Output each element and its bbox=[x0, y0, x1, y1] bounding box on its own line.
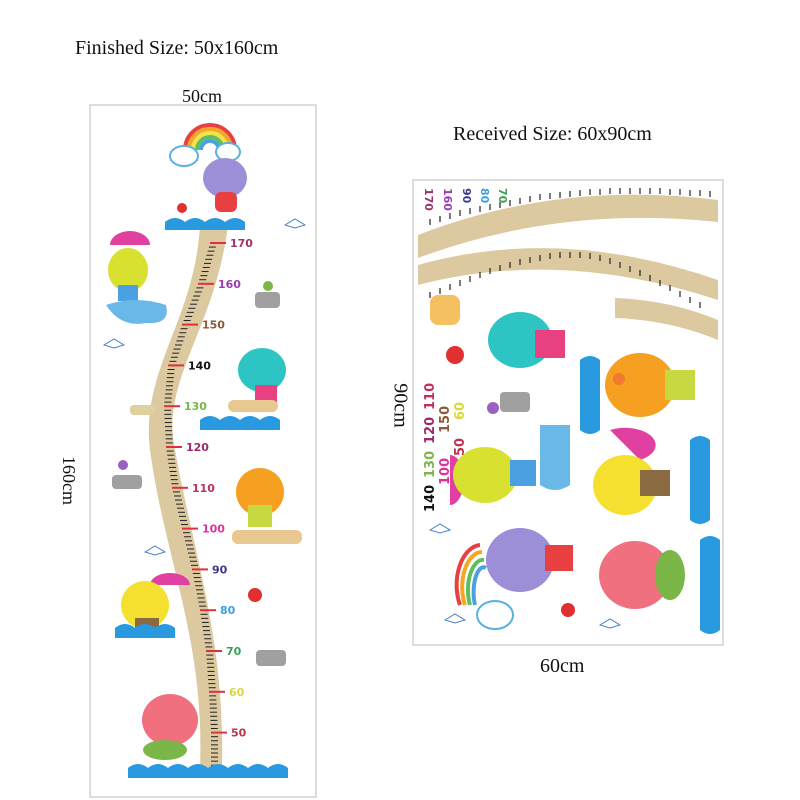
snail-icon bbox=[263, 281, 273, 291]
water-waves-icon bbox=[690, 436, 710, 524]
height-mark-label: 60 bbox=[229, 686, 245, 699]
received-width-label: 60cm bbox=[540, 655, 585, 677]
yellow-elephant-umbrella-icon bbox=[450, 447, 536, 505]
pink-elephant-icon bbox=[142, 694, 198, 760]
yellow-elephant-umbrella-icon bbox=[593, 427, 670, 515]
height-mark-label: 170 bbox=[230, 237, 253, 250]
water-waves-icon bbox=[700, 536, 720, 634]
bird-icon bbox=[598, 618, 622, 629]
sand-tape-strip bbox=[418, 248, 718, 300]
received-size-caption: Received Size: 60x90cm bbox=[453, 123, 652, 145]
purple-elephant-icon bbox=[203, 158, 247, 212]
sand-tape-strip bbox=[615, 298, 718, 340]
shells-icon bbox=[430, 295, 460, 325]
ruler-ticks bbox=[429, 188, 711, 308]
rock-icon bbox=[256, 650, 286, 666]
height-number-sticker: 110 bbox=[423, 383, 438, 410]
water-waves-icon bbox=[115, 624, 175, 638]
rock-icon bbox=[500, 392, 530, 412]
cloud-icon bbox=[169, 145, 199, 167]
water-waves-icon bbox=[580, 356, 600, 434]
purple-elephant-icon bbox=[486, 528, 573, 592]
sand-tape-strip bbox=[418, 194, 718, 258]
height-number-sticker: 80 bbox=[478, 188, 491, 204]
finished-width-label: 50cm bbox=[182, 86, 222, 106]
rock-icon bbox=[112, 475, 142, 489]
height-mark-label: 50 bbox=[231, 727, 247, 740]
height-number-sticker: 120 bbox=[423, 417, 438, 444]
height-number-sticker: 50 bbox=[453, 438, 468, 456]
height-number-sticker: 130 bbox=[423, 451, 438, 478]
sand-height-tape bbox=[148, 225, 228, 768]
finished-size-caption: Finished Size: 50x160cm bbox=[75, 37, 279, 59]
sand-pile-icon bbox=[228, 400, 278, 412]
height-mark-label: 140 bbox=[188, 359, 211, 372]
rainbow-icon bbox=[454, 543, 488, 606]
height-number-sticker: 60 bbox=[453, 402, 468, 420]
crab-icon bbox=[248, 588, 262, 602]
puddle-icon bbox=[540, 425, 570, 490]
height-mark-label: 100 bbox=[202, 523, 225, 536]
water-waves-icon bbox=[200, 416, 280, 430]
height-number-sticker: 170 bbox=[422, 188, 435, 211]
starfish-icon bbox=[613, 373, 625, 385]
snail-icon bbox=[487, 402, 499, 414]
bird-icon bbox=[443, 613, 467, 624]
height-mark-label: 110 bbox=[192, 482, 215, 495]
sand-pile-icon bbox=[130, 405, 155, 415]
crab-icon bbox=[177, 203, 187, 213]
pink-elephant-icon bbox=[599, 541, 685, 609]
height-mark-label: 90 bbox=[212, 563, 228, 576]
water-waves-icon bbox=[128, 764, 288, 778]
bird-icon bbox=[283, 218, 307, 229]
height-mark-label: 120 bbox=[186, 441, 209, 454]
crab-icon bbox=[446, 346, 464, 364]
cloud-icon bbox=[476, 600, 514, 630]
bird-icon bbox=[102, 338, 126, 349]
teal-elephant-icon bbox=[488, 312, 565, 368]
water-waves-icon bbox=[165, 218, 245, 230]
sand-pile-icon bbox=[232, 530, 302, 544]
height-mark-label: 150 bbox=[202, 319, 225, 332]
height-mark-label: 80 bbox=[220, 604, 236, 617]
finished-sticker-panel: 170 160 150 140 130 120 110 100 90 80 70 60 50 bbox=[89, 104, 317, 798]
height-number-sticker: 100 bbox=[438, 458, 453, 485]
yellow-elephant-umbrella-icon bbox=[108, 231, 150, 301]
rock-icon bbox=[255, 292, 280, 308]
rainbow-icon bbox=[183, 123, 237, 151]
height-mark-label: 160 bbox=[218, 278, 241, 291]
snail-icon bbox=[118, 460, 128, 470]
height-mark-label: 70 bbox=[226, 645, 242, 658]
bird-icon bbox=[428, 523, 452, 534]
height-number-sticker: 160 bbox=[441, 188, 454, 211]
crab-icon bbox=[561, 603, 575, 617]
height-mark-label: 130 bbox=[184, 400, 207, 413]
height-number-sticker: 150 bbox=[438, 406, 453, 433]
height-number-sticker: 140 bbox=[423, 485, 438, 512]
bird-icon bbox=[143, 545, 167, 556]
height-number-sticker: 90 bbox=[460, 188, 473, 204]
puddle-icon bbox=[106, 300, 167, 324]
orange-elephant-icon bbox=[236, 468, 284, 527]
height-number-sticker: 70 bbox=[496, 188, 509, 204]
orange-elephant-icon bbox=[605, 353, 695, 417]
